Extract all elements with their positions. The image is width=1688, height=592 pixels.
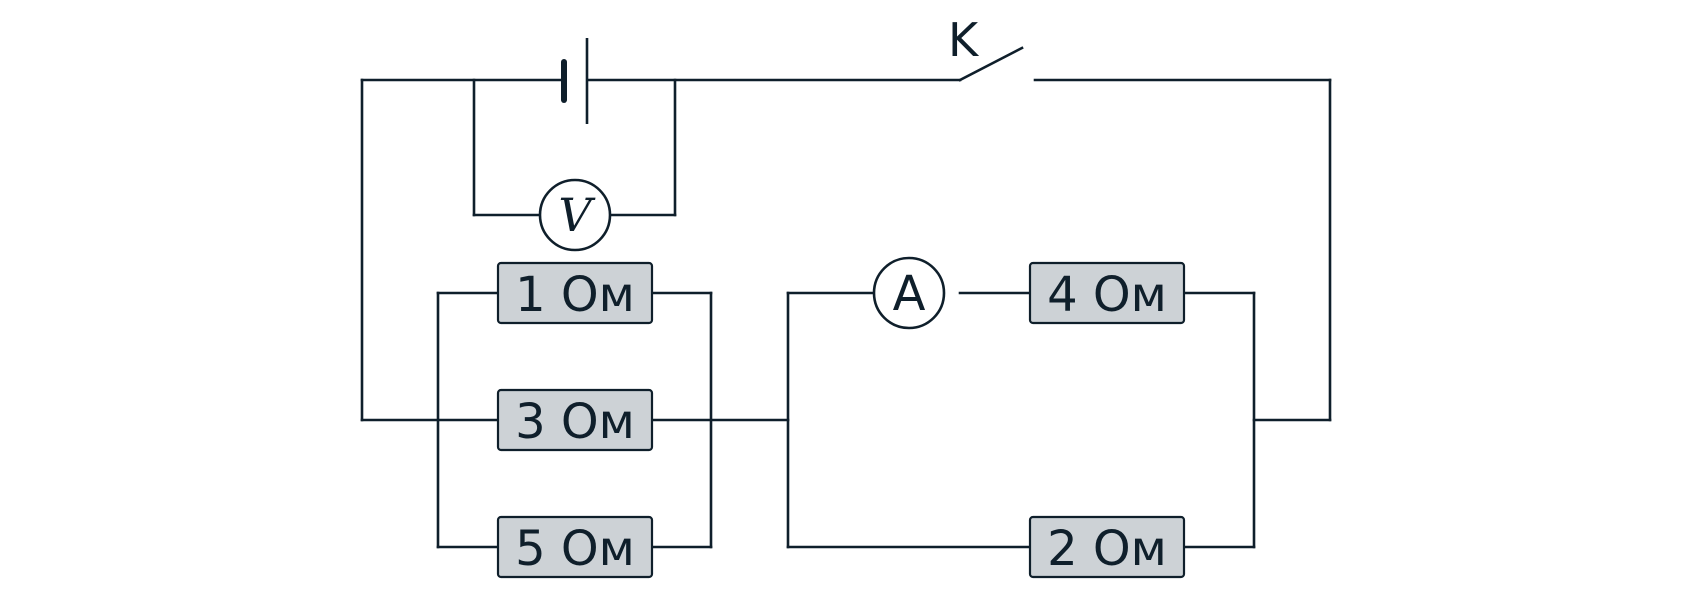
resistor-2-label: 2 Ом xyxy=(1047,521,1167,577)
voltmeter-branch: V xyxy=(472,78,677,252)
resistor-2-ohm: 2 Ом xyxy=(1028,515,1186,579)
resistor-1-body xyxy=(496,261,654,325)
resistor-5-body xyxy=(496,515,654,579)
ammeter-label: A xyxy=(893,266,926,322)
ammeter: A xyxy=(872,256,946,330)
resistor-5-ohm: 5 Ом xyxy=(496,515,654,579)
resistor-3-body xyxy=(496,388,654,452)
ammeter-circle xyxy=(872,256,946,330)
switch-label: K xyxy=(948,13,980,67)
battery xyxy=(561,38,589,124)
resistor-3-label: 3 Ом xyxy=(515,394,635,450)
resistor-5-label: 5 Ом xyxy=(515,521,635,577)
voltmeter-label: V xyxy=(558,188,596,242)
switch-blade[interactable] xyxy=(958,46,1024,82)
voltmeter: V xyxy=(538,178,612,252)
voltmeter-circle xyxy=(538,178,612,252)
resistor-4-body xyxy=(1028,261,1186,325)
resistor-1-ohm: 1 Ом xyxy=(496,261,654,325)
resistor-2-body xyxy=(1028,515,1186,579)
resistor-1-label: 1 Ом xyxy=(515,267,635,323)
resistor-4-ohm: 4 Ом xyxy=(1028,261,1186,325)
switch[interactable]: K xyxy=(948,13,1024,82)
right-parallel-group: A 4 Ом 2 Ом xyxy=(786,256,1256,579)
resistor-3-ohm: 3 Ом xyxy=(496,388,654,452)
main-loop-wires xyxy=(360,78,1332,422)
resistor-4-label: 4 Ом xyxy=(1047,267,1167,323)
left-parallel-group: 1 Ом 3 Ом 5 Ом xyxy=(360,261,790,579)
